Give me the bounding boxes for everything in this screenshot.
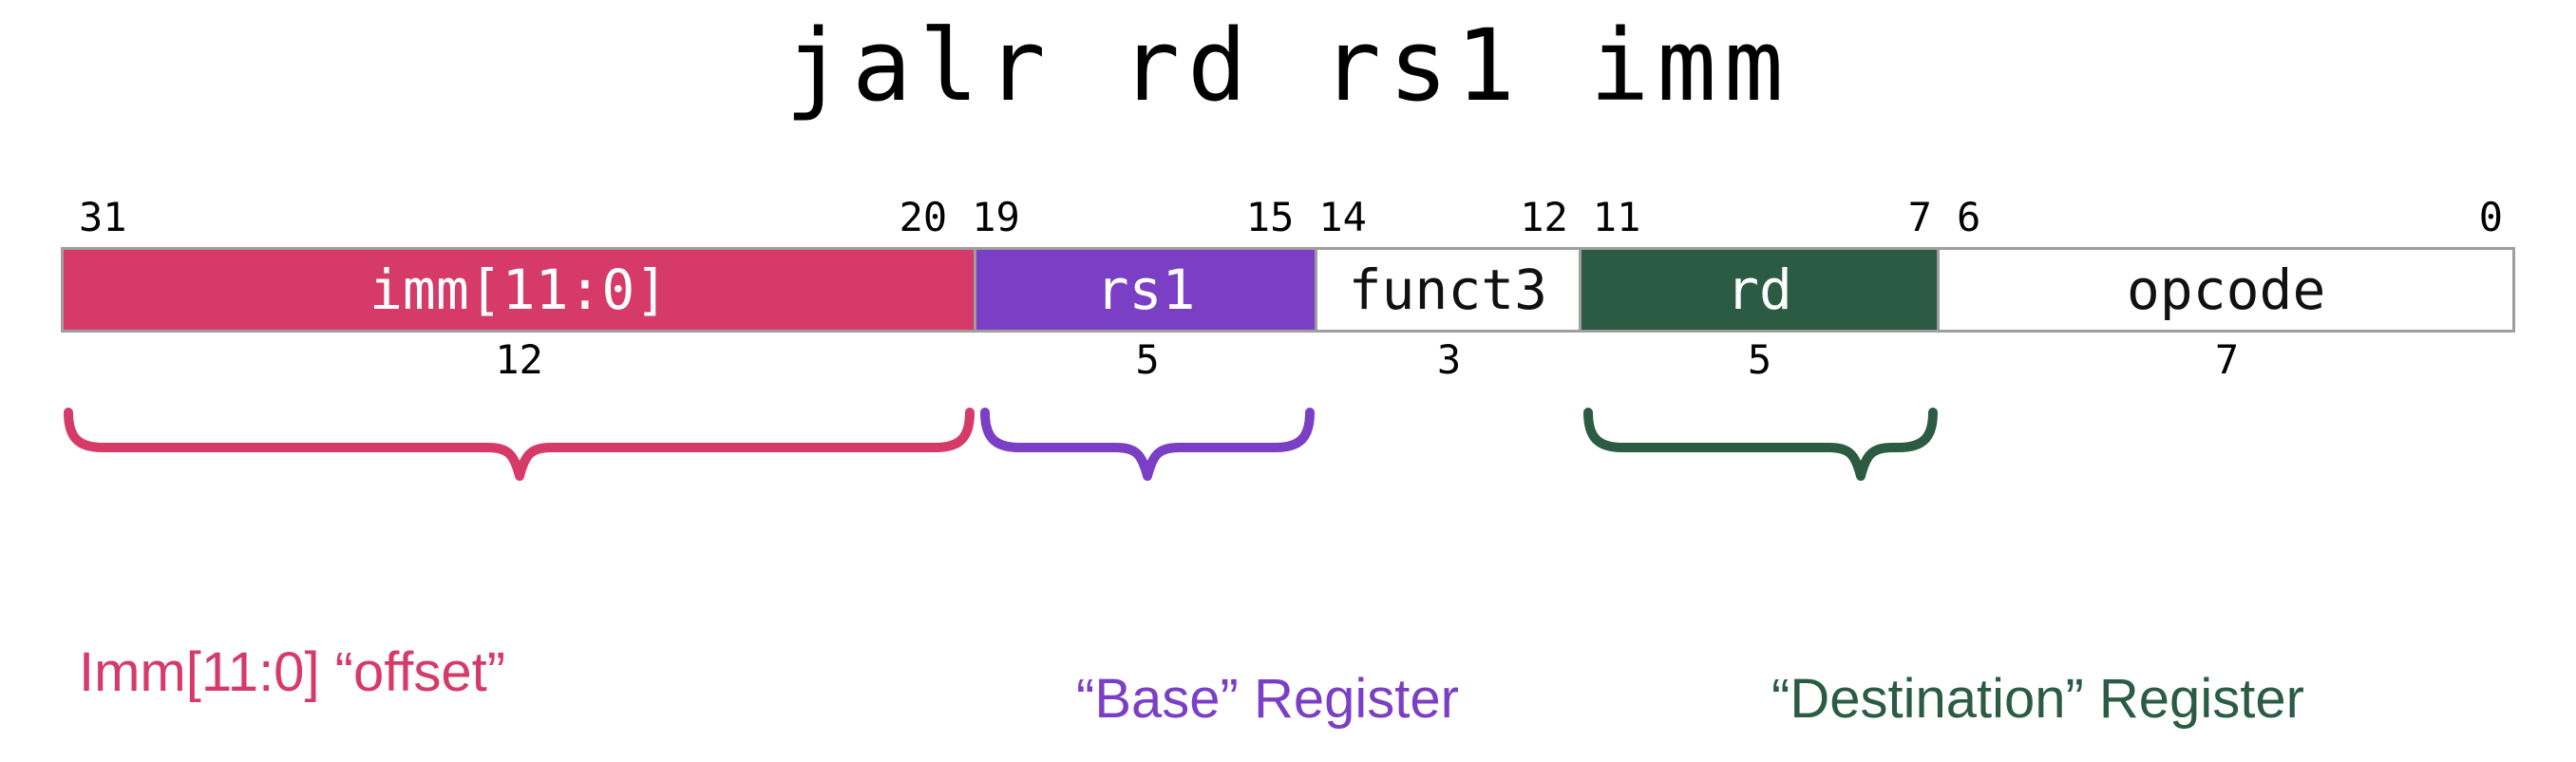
bit-range-rs1: 19 15 [959,198,1306,238]
bit-high-rs1: 19 [972,194,1020,240]
bit-index-row: 31 20 19 15 14 12 11 7 6 0 [61,198,2515,247]
width-rd: 5 [1747,336,1772,383]
width-funct3: 3 [1436,336,1462,383]
field-opcode-label: opcode [2126,257,2326,322]
bit-high-opcode: 6 [1956,194,1981,240]
annotation-rs1: “Base” Register Base address of jump [1076,509,1474,762]
page-title: jalr rd rs1 imm [785,8,1791,124]
annotation-imm: Imm[11:0] “offset” Add to base register … [79,483,649,762]
field-rs1-label: rs1 [1095,257,1196,322]
bit-range-imm: 31 20 [61,198,959,238]
field-funct3: funct3 [1316,250,1579,330]
field-rd: rd [1581,250,1938,330]
field-rs1: rs1 [976,250,1315,330]
annotation-rs1-heading: “Base” Register [1076,668,1459,730]
bit-high-imm: 31 [79,194,127,240]
field-imm-label: imm[11:0] [369,257,669,322]
field-imm: imm[11:0] [64,250,975,330]
bit-high-funct3: 14 [1318,194,1367,240]
field-opcode: opcode [1940,250,2512,330]
bit-low-rs1: 15 [1245,194,1295,240]
instruction-fields-row: imm[11:0] rs1 funct3 rd opcode [61,247,2515,333]
bit-range-rd: 11 7 [1581,198,1944,238]
bitfield-diagram: 31 20 19 15 14 12 11 7 6 0 imm[11:0] [61,198,2515,481]
annotation-rd-heading: “Destination” Register [1771,668,2304,730]
rs1-underbrace-icon [980,408,1315,481]
bit-high-rd: 11 [1592,194,1641,240]
annotation-rd: “Destination” Register gets “return addr… [1771,509,2304,762]
bit-low-funct3: 12 [1520,194,1568,240]
field-rd-label: rd [1726,257,1792,322]
width-imm: 12 [495,336,543,383]
bit-range-funct3: 14 12 [1306,198,1580,238]
bit-width-row: 12 5 3 5 7 [61,340,2515,386]
imm-underbrace-icon [64,408,975,481]
rd-underbrace-icon [1583,408,1938,481]
bit-range-opcode: 6 0 [1944,198,2515,238]
bit-low-opcode: 0 [2478,194,2503,240]
annotation-imm-heading: Imm[11:0] “offset” [79,641,506,703]
bit-low-rd: 7 [1907,194,1932,240]
field-funct3-label: funct3 [1348,257,1548,322]
bit-low-imm: 20 [899,194,948,240]
width-rs1: 5 [1135,336,1160,383]
width-opcode: 7 [2214,336,2240,383]
